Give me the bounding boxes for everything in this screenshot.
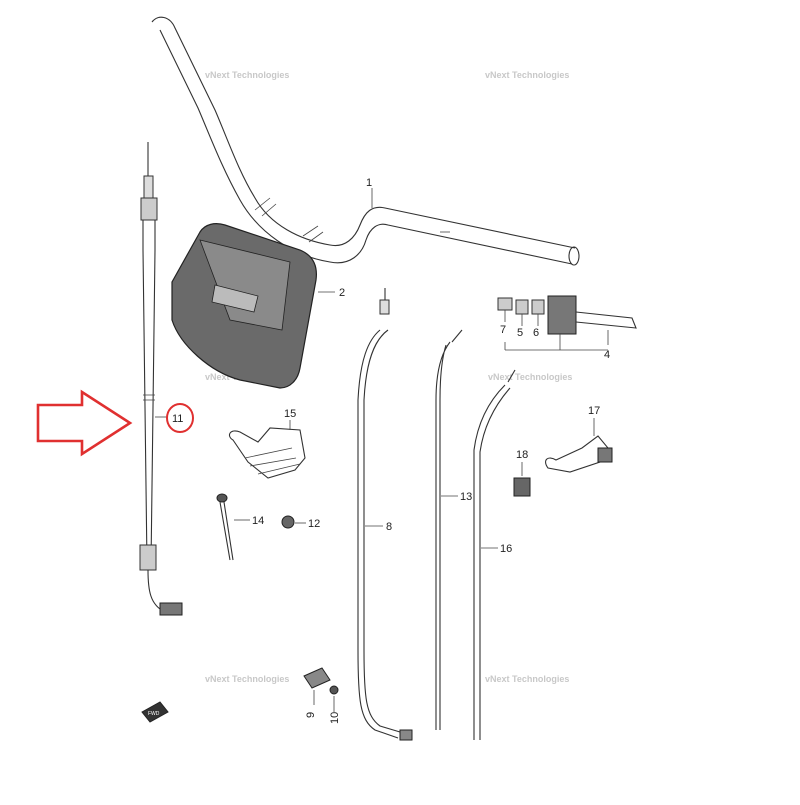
clip-12: 12 xyxy=(281,515,320,530)
part-18: 18 xyxy=(513,449,531,497)
fwd-label: FWD xyxy=(148,711,160,717)
callout-12: 12 xyxy=(308,518,320,530)
cable-8: 8 xyxy=(357,288,413,741)
callout-10: 10 xyxy=(329,712,341,724)
callout-15: 15 xyxy=(284,408,296,420)
callout-6: 6 xyxy=(533,327,539,339)
callout-2: 2 xyxy=(339,287,345,299)
callout-11: 11 xyxy=(172,413,183,425)
callout-5: 5 xyxy=(517,327,523,339)
watermark-6: vNext Technologies xyxy=(485,674,569,684)
parts-9-10: 9 10 xyxy=(303,667,341,724)
handlebar-cover: 2 xyxy=(171,223,345,389)
cable-16: 16 xyxy=(473,369,516,740)
callout-16: 16 xyxy=(500,543,512,555)
callout-14: 14 xyxy=(252,515,264,527)
callout-7: 7 xyxy=(500,324,506,336)
watermark-2: vNext Technologies xyxy=(485,70,569,80)
cable-13: 13 xyxy=(435,329,472,730)
watermark-5: vNext Technologies xyxy=(205,674,289,684)
grip-assembly: 7 5 6 4 xyxy=(497,295,637,361)
callout-18: 18 xyxy=(516,449,528,461)
pin-14: 14 xyxy=(216,493,264,561)
watermark-4: vNext Technologies xyxy=(488,372,572,382)
highlight xyxy=(36,389,194,457)
callout-9: 9 xyxy=(305,712,317,718)
callout-4: 4 xyxy=(604,349,610,361)
callout-8: 8 xyxy=(386,521,392,533)
red-arrow-icon xyxy=(36,389,133,457)
callout-17: 17 xyxy=(588,405,600,417)
cable-11: 11 xyxy=(139,142,183,616)
callout-13: 13 xyxy=(460,491,472,503)
bracket-15: 15 xyxy=(228,408,306,479)
watermark-1: vNext Technologies xyxy=(205,70,289,80)
bracket-17: 17 xyxy=(545,405,613,473)
callout-1: 1 xyxy=(366,177,372,189)
highlight-circle xyxy=(166,403,194,433)
fwd-indicator: FWD xyxy=(141,701,169,723)
